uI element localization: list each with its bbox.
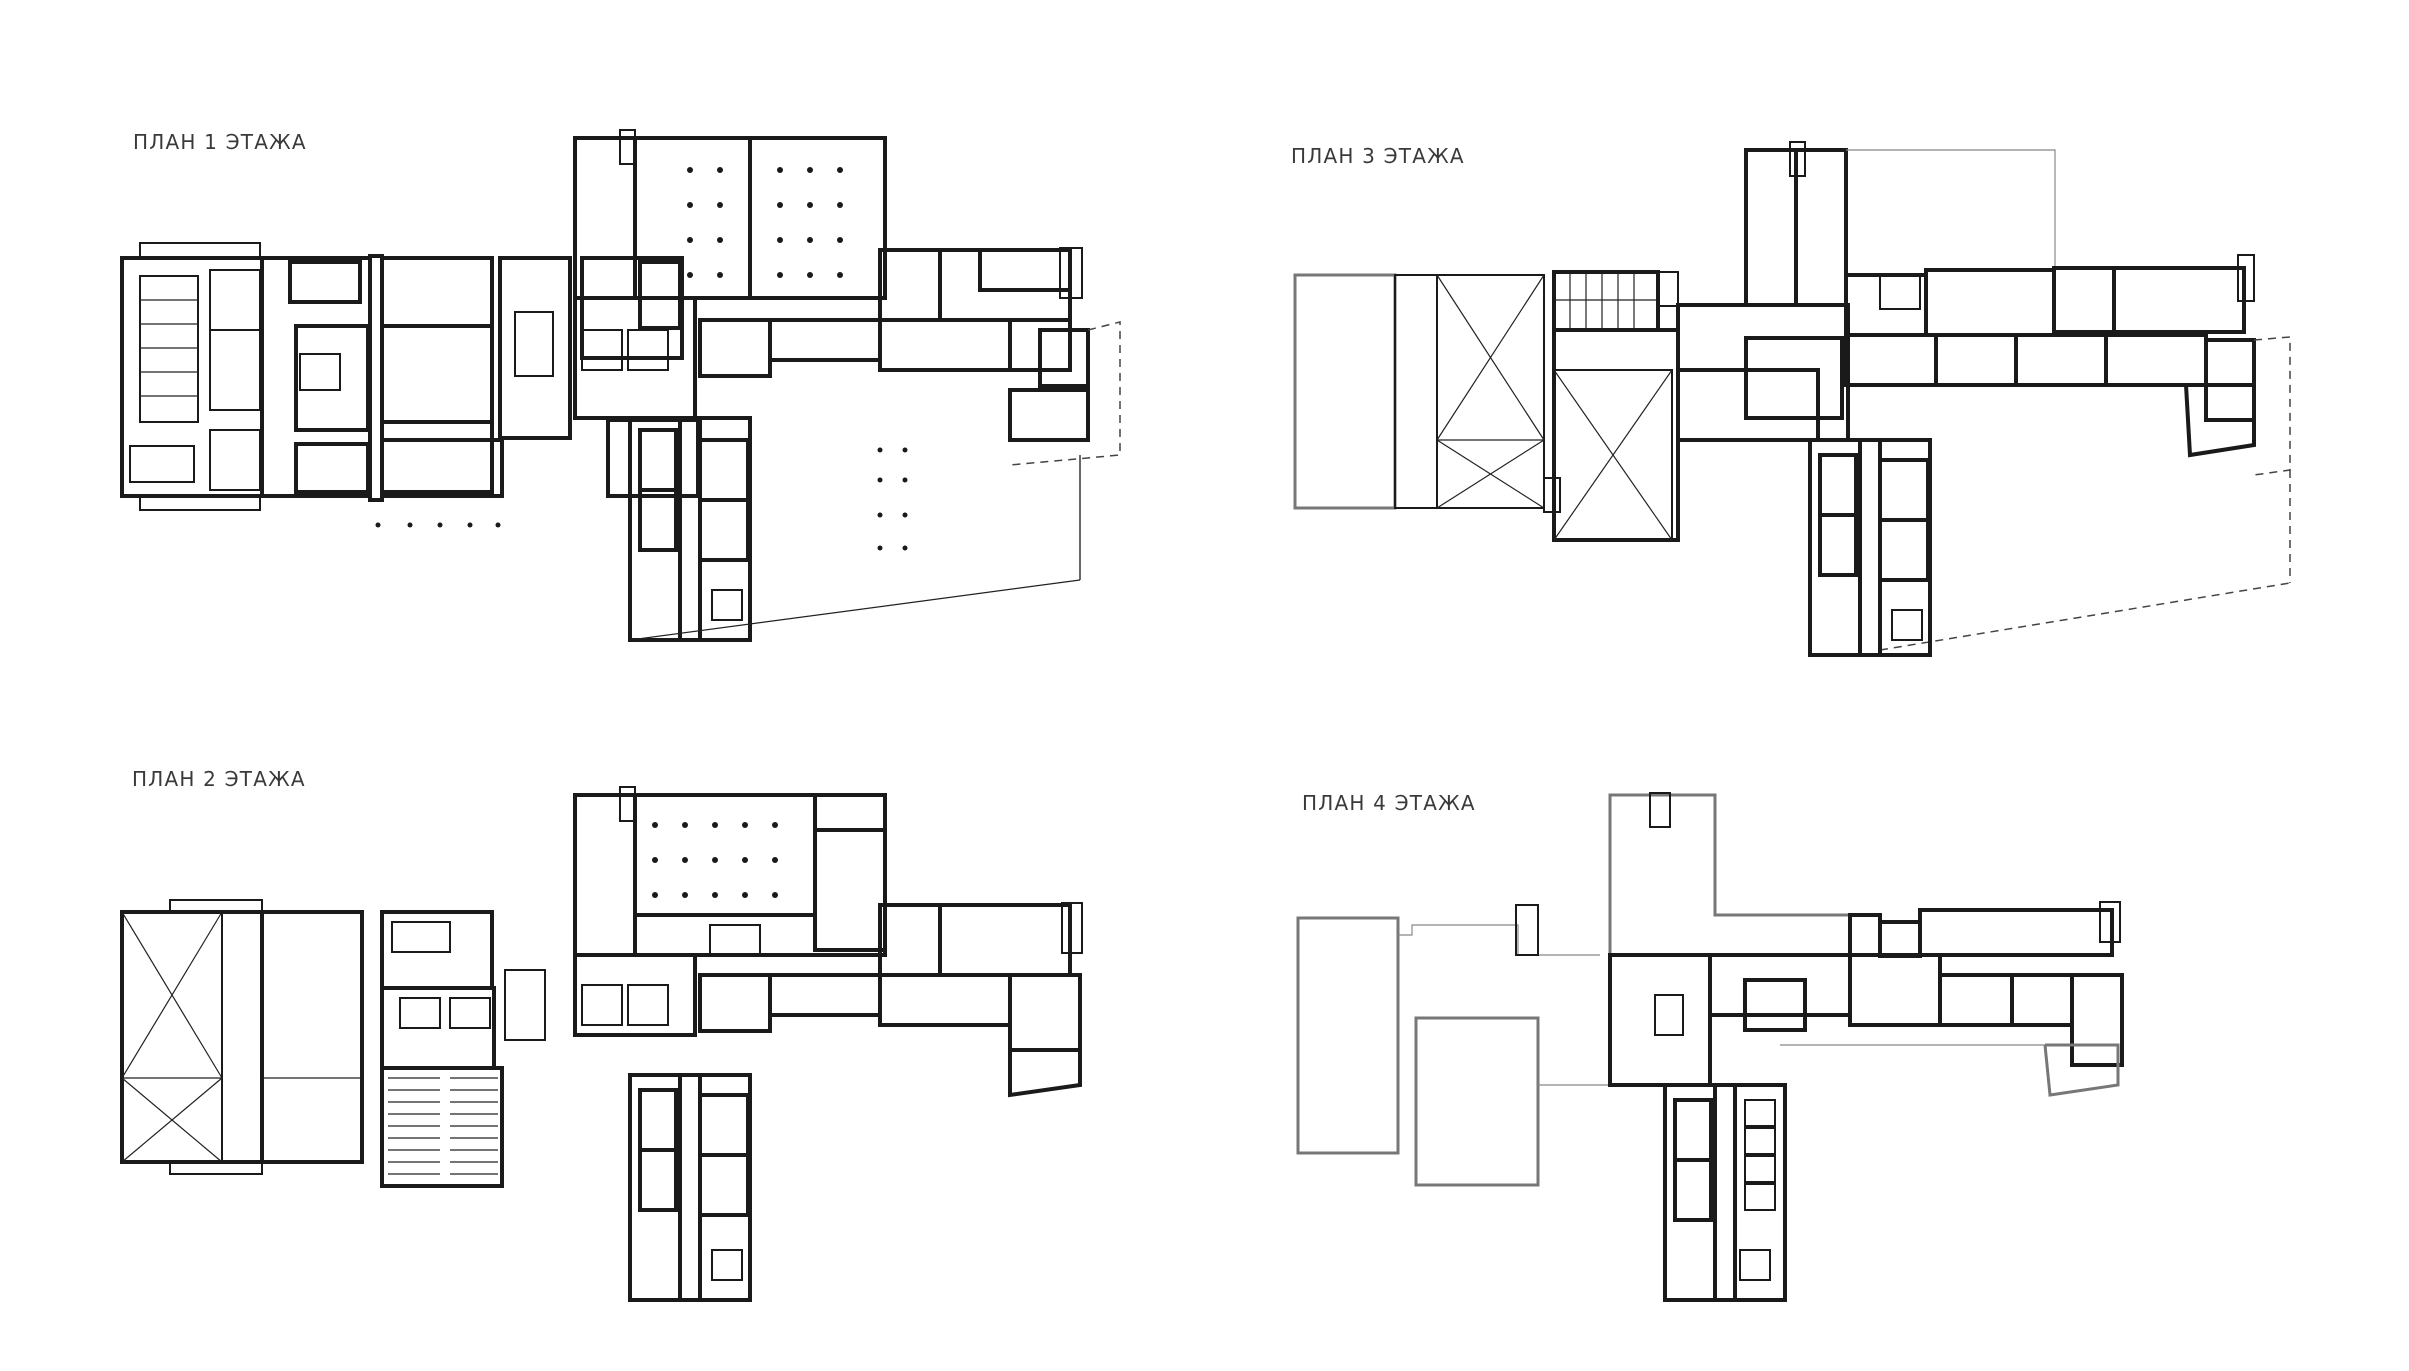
stair-east — [1059, 247, 1083, 299]
stair-north — [139, 242, 261, 259]
roof-west-4 — [1296, 916, 1400, 1155]
auditorium — [380, 1066, 504, 1188]
south-wing-3 — [1808, 438, 1932, 657]
floor-plan-4 — [1296, 792, 2124, 1302]
stair-central-2 — [504, 969, 546, 1041]
dashed-outline-east-3 — [2253, 336, 2291, 476]
roof-north-4 — [1608, 793, 1850, 955]
stair-hall-2 — [380, 910, 494, 990]
toilet-block-3 — [1744, 336, 1844, 420]
south-wing — [628, 416, 752, 642]
stair-north-tower — [619, 129, 636, 165]
roof-outline-north — [1846, 149, 2056, 270]
roof-center-4 — [1414, 1016, 1540, 1187]
south-wing-2 — [628, 1073, 752, 1302]
plan-title-floor-2: ПЛАН 2 ЭТАЖА — [132, 767, 306, 791]
floor-plan-3 — [1293, 141, 2291, 657]
floor-plan-1 — [120, 129, 1121, 642]
floor-plan-2 — [120, 786, 1083, 1302]
swimming-pool — [139, 275, 199, 423]
plan-title-floor-1: ПЛАН 1 ЭТАЖА — [133, 130, 307, 154]
north-hall-2 — [573, 793, 887, 957]
stair-south-2 — [169, 1161, 263, 1175]
plan-title-floor-3: ПЛАН 3 ЭТАЖА — [1291, 144, 1465, 168]
stair-south-wing — [711, 589, 743, 621]
south-wing-4 — [1663, 1083, 1787, 1302]
south-boundary — [629, 579, 1081, 641]
core-4 — [1608, 953, 1712, 1087]
roof-block-center — [1552, 328, 1680, 542]
small-pool — [129, 445, 195, 483]
stair-south — [139, 495, 261, 511]
sports-hall — [120, 910, 264, 1164]
stair-north-2 — [169, 899, 263, 913]
changing-rooms-block — [260, 256, 372, 498]
pool-wing — [120, 256, 264, 498]
roof-block-west — [1293, 273, 1397, 510]
stair-central — [514, 311, 554, 377]
dashed-outline-east — [1009, 321, 1121, 466]
plan-title-floor-4: ПЛАН 4 ЭТАЖА — [1302, 791, 1476, 815]
toilet-block-2 — [573, 953, 697, 1037]
block-center-west — [380, 256, 494, 494]
